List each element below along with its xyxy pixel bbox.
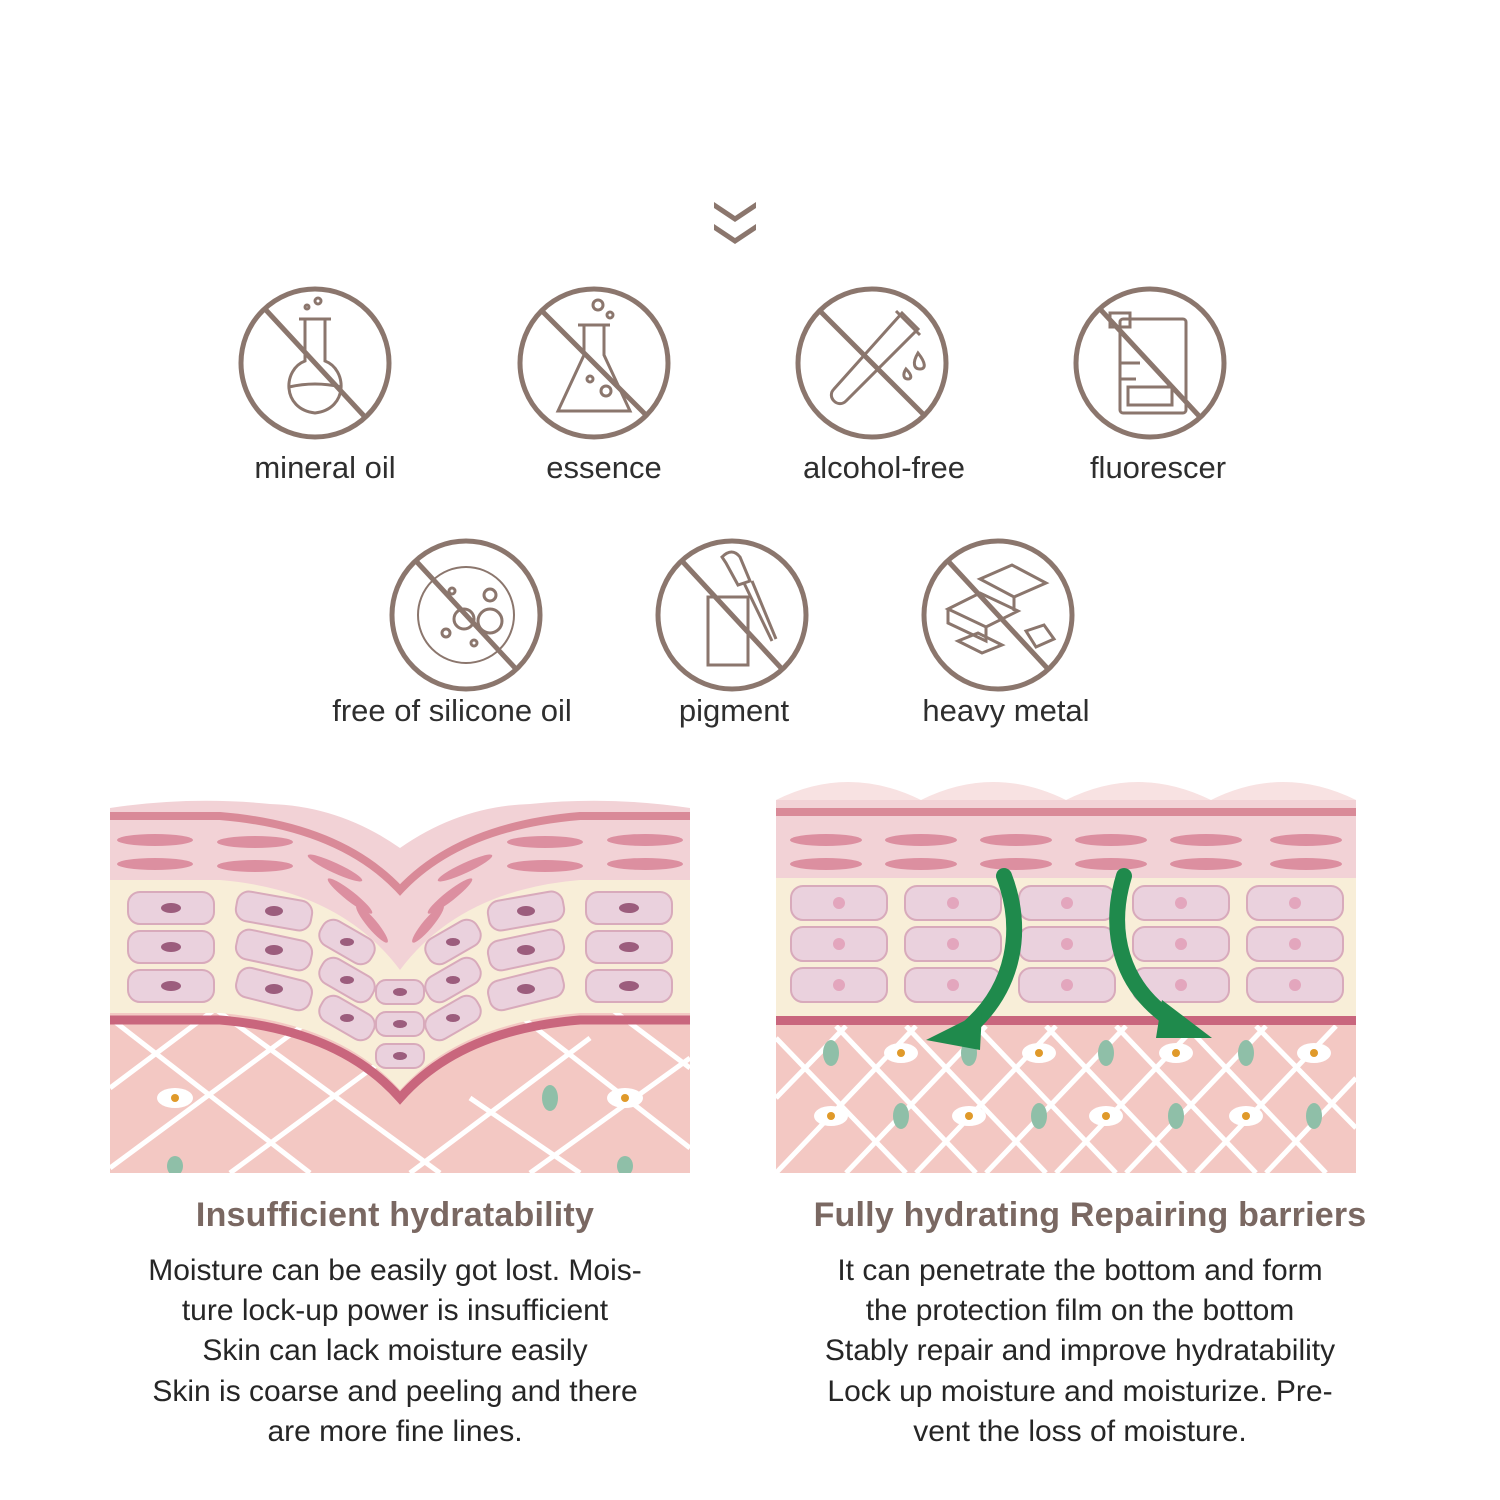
free-from-label-pigment: pigment bbox=[678, 693, 790, 728]
metal-bars-crossed-icon bbox=[918, 535, 1078, 695]
right-caption-title: Fully hydrating Repairing barriers bbox=[813, 1196, 1367, 1234]
test-tube-crossed-icon bbox=[792, 283, 952, 443]
container-crossed-icon bbox=[1070, 283, 1230, 443]
right-caption-line: vent the loss of moisture. bbox=[913, 1415, 1247, 1448]
left-caption-line: are more fine lines. bbox=[267, 1415, 523, 1448]
free-from-label-fluorescer: fluorescer bbox=[1089, 450, 1227, 485]
left-caption-line: Skin is coarse and peeling and there bbox=[152, 1375, 638, 1408]
free-from-label-alcohol-free: alcohol-free bbox=[803, 450, 965, 485]
free-from-label-mineral-oil: mineral oil bbox=[254, 450, 396, 485]
left-caption-line: ture lock-up power is insufficient bbox=[181, 1294, 609, 1327]
right-caption-line: the protection film on the bottom bbox=[865, 1294, 1295, 1327]
penetration-arrow-left bbox=[926, 868, 1023, 1050]
free-from-label-silicone-oil: free of silicone oil bbox=[332, 693, 572, 728]
free-from-label-heavy-metal: heavy metal bbox=[922, 693, 1090, 728]
free-from-label-essence: essence bbox=[546, 450, 662, 485]
bubbles-crossed-icon bbox=[386, 535, 546, 695]
right-caption-line: It can penetrate the bottom and form bbox=[837, 1254, 1323, 1287]
right-caption-line: Lock up moisture and moisturize. Pre- bbox=[827, 1375, 1333, 1408]
scroll-down-chevron-icon bbox=[714, 202, 756, 244]
left-caption-line: Moisture can be easily got lost. Mois- bbox=[148, 1254, 642, 1287]
right-caption-line: Stably repair and improve hydratability bbox=[824, 1334, 1336, 1367]
dry-skin-illustration bbox=[110, 768, 690, 1173]
left-caption-title: Insufficient hydratability bbox=[195, 1196, 595, 1234]
flask-crossed-icon bbox=[235, 283, 395, 443]
left-caption-line: Skin can lack moisture easily bbox=[202, 1334, 588, 1367]
dropper-crossed-icon bbox=[652, 535, 812, 695]
hydrated-skin-illustration bbox=[776, 768, 1356, 1173]
penetration-arrow-right bbox=[1109, 868, 1212, 1038]
beaker-crossed-icon bbox=[514, 283, 674, 443]
